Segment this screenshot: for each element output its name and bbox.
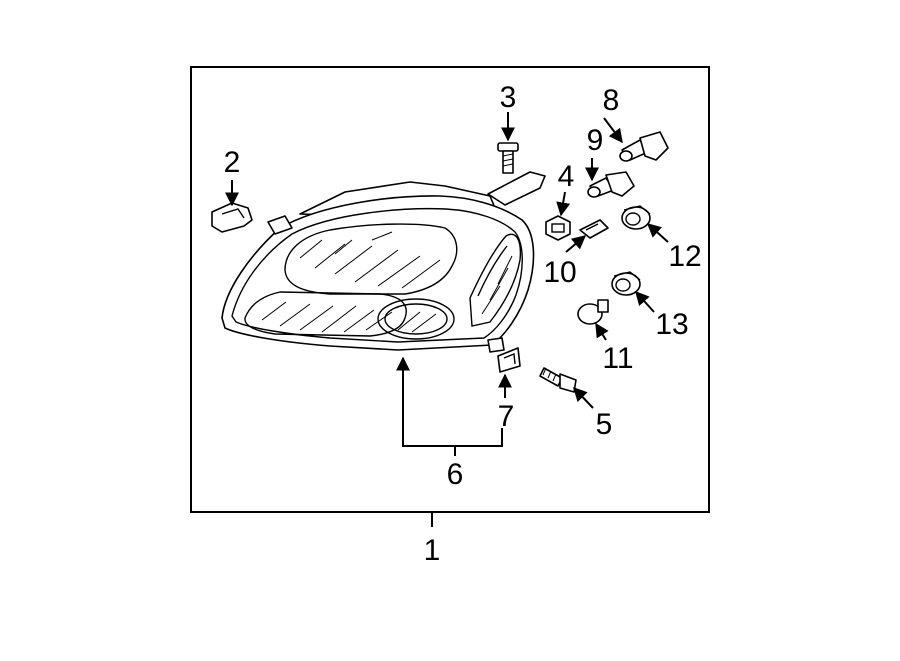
callout-6: 6 [447,458,464,491]
callout-10: 10 [543,256,576,289]
callout-1: 1 [424,534,441,567]
callout-11: 11 [602,342,633,375]
screw-part-5 [539,367,577,393]
callout-12: 12 [668,240,701,273]
headlamp-housing [221,171,546,353]
arrow-11 [595,322,609,341]
bracket-6 [402,358,503,447]
callout-7: 7 [498,400,515,433]
callout-2: 2 [224,146,241,179]
nut-part-4 [545,215,571,241]
arrow-4 [556,191,571,217]
clip-part-2 [211,202,253,233]
bulb-part-9 [587,171,635,198]
bolt-part-3 [497,142,519,174]
callout-3: 3 [500,81,517,114]
arrow-5 [573,386,594,409]
bulb-part-8 [619,131,669,162]
callout-8: 8 [603,84,620,117]
callout-4: 4 [558,160,575,193]
bulb-part-11 [577,299,609,325]
arrow-13 [635,290,655,313]
clip-part-7 [497,347,521,373]
callout-13: 13 [655,308,688,341]
assembly-frame [190,66,710,513]
arrow-12 [646,223,669,243]
bulb-part-10 [579,219,609,239]
callout-9: 9 [587,124,604,157]
arrow-10 [565,235,587,253]
arrow-8 [603,117,623,144]
socket-part-13 [611,271,641,296]
callout-5: 5 [596,408,613,441]
socket-part-12 [621,205,651,230]
